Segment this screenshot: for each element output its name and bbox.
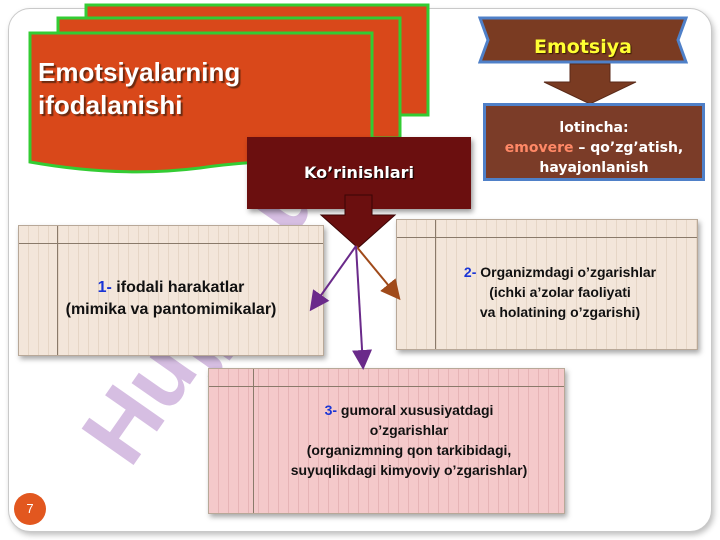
card-3-margin-line: [253, 369, 254, 513]
lotincha-line-2: emovere – qo’zg’atish,: [486, 138, 702, 158]
page-title: Emotsiyalarning ifodalanishi: [38, 56, 368, 122]
connector-to-card-1: [309, 245, 357, 312]
card-1: [18, 225, 324, 356]
card-3-line-4: suyuqlikdagi kimyoviy o’zgarishlar): [290, 462, 528, 478]
down-arrow-icon: [543, 63, 637, 105]
card-3-line-2: o’zgarishlar: [369, 422, 449, 438]
connector-to-card-3: [352, 245, 373, 370]
card-1-margin-line: [57, 226, 58, 355]
lotincha-line-3: hayajonlanish: [539, 160, 649, 176]
card-3-header-line: [209, 386, 564, 387]
card-3-number: 3-: [324, 402, 338, 418]
card-1-number: 1-: [97, 279, 112, 296]
card-2-line-2: (ichki a’zolar faoliyati: [489, 284, 631, 300]
emotsiya-label: Emotsiya: [534, 36, 632, 58]
lotincha-meaning: – qo’zg’atish,: [573, 140, 684, 156]
card-2-margin-line: [435, 220, 436, 349]
card-1-line-2: (mimika va pantomimikalar): [65, 301, 277, 318]
emotsiya-banner: [478, 16, 688, 64]
lotincha-word: emovere: [504, 140, 574, 156]
connector-to-card-2: [355, 245, 401, 301]
korinishlari-label: Ko’rinishlari: [303, 163, 414, 182]
card-3-line-3: (organizmning qon tarkibidagi,: [306, 442, 512, 458]
funnel-arrow-icon: [319, 194, 397, 249]
card-2-line-3: va holatining o’zgarishi): [479, 304, 641, 320]
card-1-text: 1- ifodali harakatlar (mimika va pantomi…: [18, 277, 324, 321]
card-2-line-1: Organizmdagi o’zgarishlar: [476, 264, 657, 280]
lotincha-box: lotincha: emovere – qo’zg’atish, hayajon…: [483, 103, 705, 181]
card-3: [208, 368, 565, 514]
title-line-1: Emotsiyalarning: [38, 57, 241, 87]
title-line-2: ifodalanishi: [38, 90, 183, 120]
lotincha-line-1: lotincha:: [559, 120, 629, 136]
card-2-text: 2- Organizmdagi o’zgarishlar (ichki a’zo…: [414, 262, 706, 322]
card-3-line-1: gumoral xususiyatdagi: [337, 402, 494, 418]
page-number: 7: [14, 493, 46, 525]
card-3-text: 3- gumoral xususiyatdagi o’zgarishlar (o…: [248, 400, 570, 480]
card-1-header-line: [19, 243, 323, 244]
card-2-number: 2-: [463, 264, 477, 280]
card-1-line-1: ifodali harakatlar: [111, 279, 245, 296]
card-2-header-line: [397, 237, 697, 238]
